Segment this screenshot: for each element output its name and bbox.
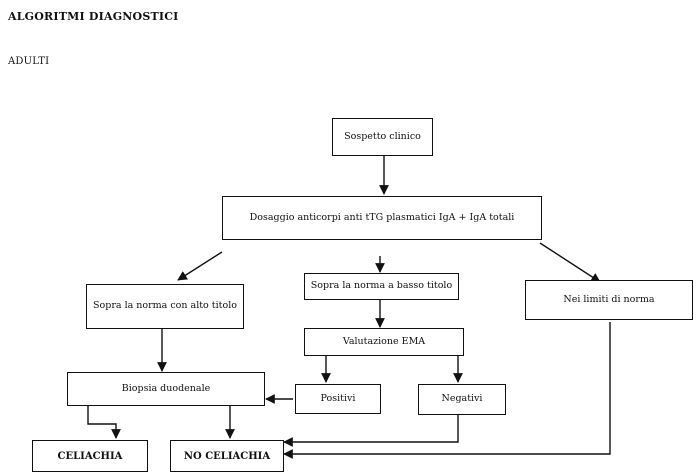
node-limiti-norma: Nei limiti di norma xyxy=(525,280,693,320)
node-dosaggio-anticorpi: Dosaggio anticorpi anti tTG plasmatici I… xyxy=(222,196,542,240)
page-title: ALGORITMI DIAGNOSTICI xyxy=(8,10,179,23)
arrow-biopsia-celiachia xyxy=(87,406,121,439)
node-alto-titolo: Sopra la norma con alto titolo xyxy=(86,284,244,329)
arrow-negativi-noceliachia xyxy=(283,415,459,447)
node-sospetto-clinico: Sospetto clinico xyxy=(332,118,433,156)
node-biopsia-duodenale: Biopsia duodenale xyxy=(67,372,265,406)
node-positivi: Positivi xyxy=(295,384,381,414)
node-celiachia: CELIACHIA xyxy=(32,440,148,472)
arrow-dosaggio-alto xyxy=(177,251,223,281)
arrow-limiti-noceliachia xyxy=(283,322,611,459)
node-valutazione-ema: Valutazione EMA xyxy=(304,328,464,356)
page-subtitle: ADULTI xyxy=(8,56,50,67)
arrow-dosaggio-limiti xyxy=(539,242,601,283)
node-negativi: Negativi xyxy=(418,384,506,415)
node-no-celiachia: NO CELIACHIA xyxy=(170,440,284,472)
node-basso-titolo: Sopra la norma a basso titolo xyxy=(304,273,459,300)
